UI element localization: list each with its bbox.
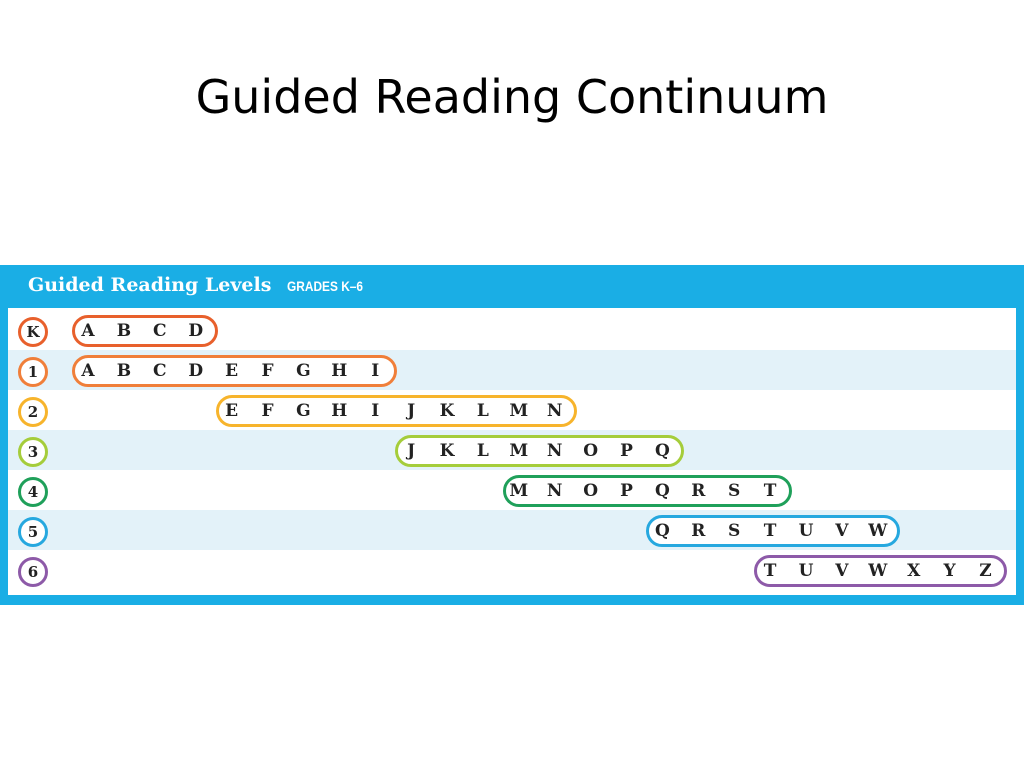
grade-badge: 4 [18,477,48,507]
grade-badge: 5 [18,517,48,547]
level-letter: P [620,441,633,461]
level-letter: H [331,401,348,421]
level-letter: J [407,441,416,461]
level-letter: P [620,481,633,501]
level-letter: B [116,321,132,341]
level-letter: T [763,561,777,581]
panel-subtitle: GRADES K–6 [287,278,364,294]
level-letter: G [296,361,311,381]
level-letter: A [81,321,95,341]
grade-badge: 2 [18,397,48,427]
panel-title: Guided Reading Levels [28,274,272,296]
level-letter: F [261,361,274,381]
level-letter: O [583,441,598,461]
level-letter: S [728,481,741,501]
level-letter: T [763,481,777,501]
level-letter: W [868,561,888,581]
level-letter: V [835,521,849,541]
grade-badge: 6 [18,557,48,587]
level-letter: M [509,401,529,421]
level-letter: A [81,361,95,381]
level-letter: T [763,521,777,541]
slide-title: Guided Reading Continuum [195,70,829,124]
level-letter: C [153,321,167,341]
level-letter: Q [654,521,670,541]
panel-header: Guided Reading Levels GRADES K–6 [28,274,377,304]
level-letter: K [439,441,455,461]
level-letter: Y [943,561,956,581]
level-letter: M [509,481,529,501]
level-letter: I [371,361,380,381]
grade-badge: 3 [18,437,48,467]
level-letter: Z [979,561,992,581]
level-letter: N [546,441,563,461]
level-letter: J [407,401,416,421]
level-letter: N [546,481,563,501]
level-letter: Q [654,481,670,501]
level-letter: U [798,561,814,581]
level-letter: L [476,441,489,461]
level-letter: E [225,361,239,381]
level-range-pill: A B C D [72,315,218,347]
level-letter: I [371,401,380,421]
level-letter: C [153,361,167,381]
level-letter: D [188,321,204,341]
level-letter: R [691,481,706,501]
level-letter: U [798,521,814,541]
level-letter: Q [654,441,670,461]
level-letter: B [116,361,132,381]
level-letter: H [331,361,348,381]
level-letter: W [868,521,888,541]
level-letter: N [546,401,563,421]
level-letter: M [509,441,529,461]
level-letter: K [439,401,455,421]
level-letter: V [835,561,849,581]
grade-badge: 1 [18,357,48,387]
level-letter: R [691,521,706,541]
level-letter: S [728,521,741,541]
level-letter: D [188,361,204,381]
level-letter: E [225,401,239,421]
level-letter: O [583,481,598,501]
grade-badge: K [18,317,48,347]
level-letter: L [476,401,489,421]
level-letter: X [907,561,921,581]
level-letter: G [296,401,311,421]
level-letter: F [261,401,274,421]
